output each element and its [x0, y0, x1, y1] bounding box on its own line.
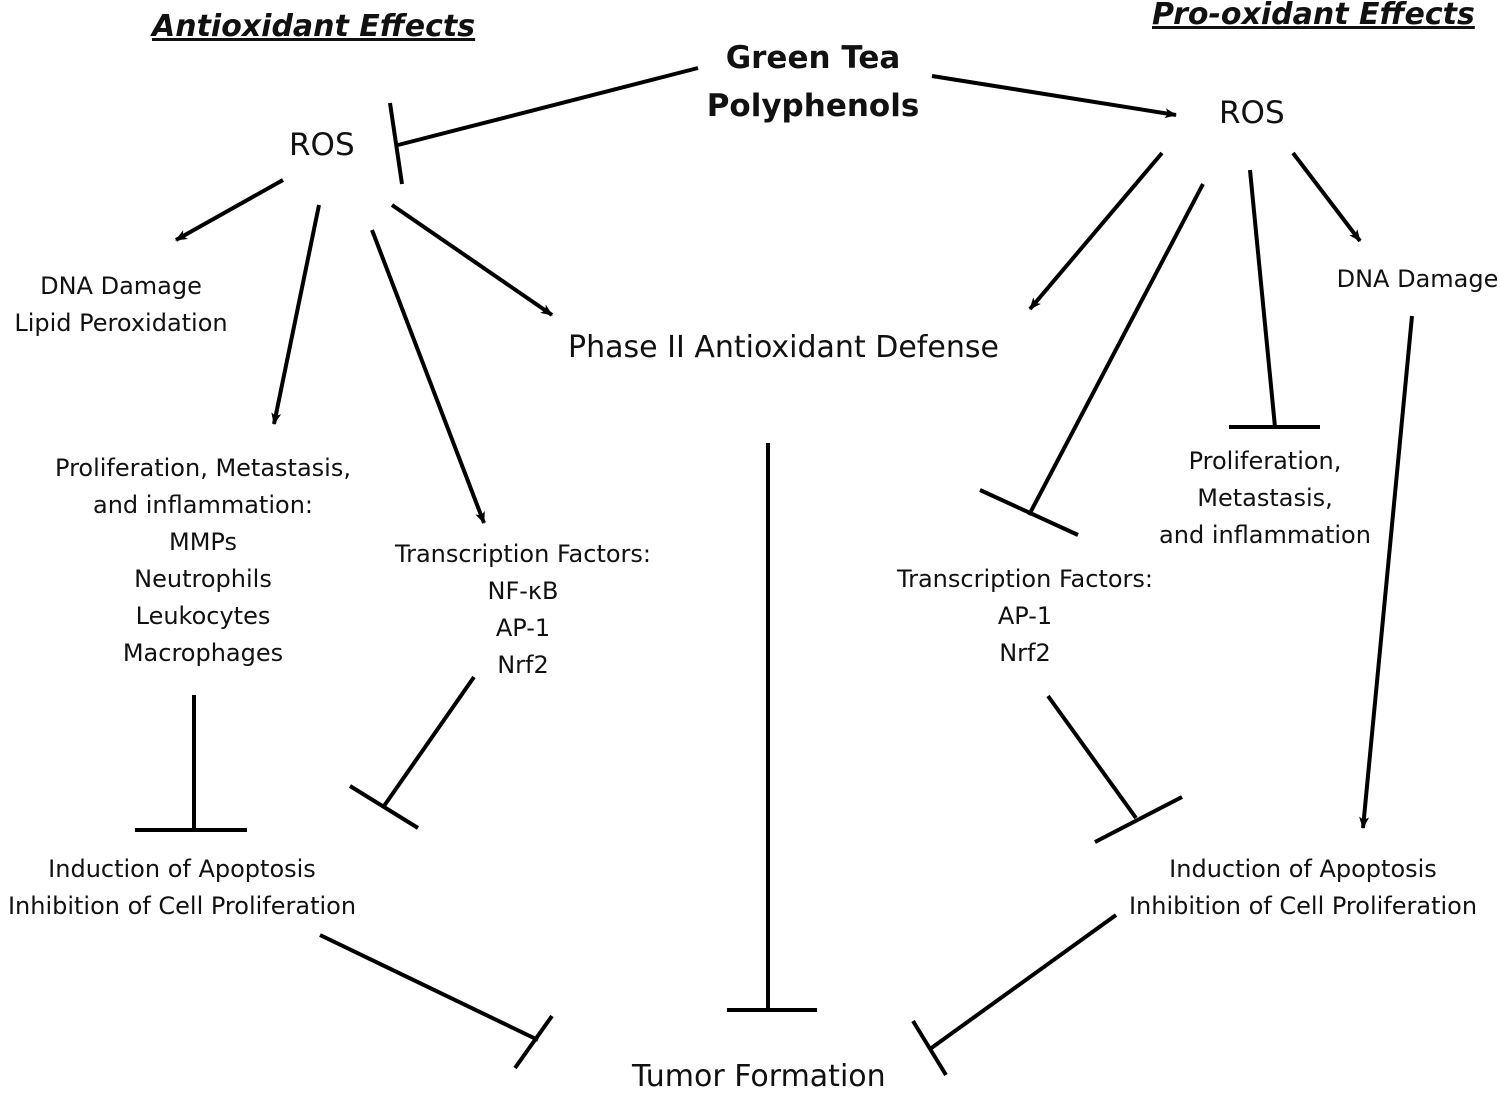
inhibit-ros-right-to-tf-bar — [979, 488, 1079, 537]
left-inhibition-proliferation: Inhibition of Cell Proliferation — [7, 892, 357, 920]
left-tf-nrf2: Nrf2 — [497, 651, 549, 679]
right-prolif-line-1: Proliferation, — [1188, 447, 1342, 475]
left-tf-ap1: AP-1 — [495, 614, 551, 642]
right-proliferation-node: Proliferation, Metastasis, and inflammat… — [1146, 443, 1384, 554]
left-prolif-mmps: MMPs — [169, 528, 237, 556]
left-transcription-factors-node: Transcription Factors: NF-κB AP-1 Nrf2 — [378, 536, 668, 684]
prooxidant-heading: Pro-oxidant Effects — [1152, 0, 1475, 32]
inhibit-polyphenols-to-ros-left-stem — [397, 66, 699, 147]
phase2-antioxidant-defense-node: Phase II Antioxidant Defense — [568, 330, 999, 365]
inhibit-outcome-right-to-tumor-stem — [928, 913, 1118, 1051]
arrow-ros-left-to-phase2 — [390, 203, 554, 317]
arrow-polyphenols-to-ros-right — [931, 74, 1177, 119]
inhibit-tf-left-bar — [348, 784, 420, 830]
left-prolif-line-1: Proliferation, Metastasis, — [55, 454, 351, 482]
arrow-ros-left-to-dna-damage — [175, 178, 284, 242]
inhibit-tf-left-stem — [382, 675, 476, 808]
left-dna-damage-label: DNA Damage — [40, 272, 202, 300]
left-damage-node: DNA Damage Lipid Peroxidation — [0, 268, 242, 342]
ros-left-node: ROS — [289, 127, 355, 163]
left-lipid-peroxidation-label: Lipid Peroxidation — [14, 309, 228, 337]
right-tf-ap1: AP-1 — [997, 602, 1053, 630]
inhibit-outcome-left-to-tumor-stem — [319, 933, 539, 1042]
arrow-ros-right-to-phase2 — [1028, 151, 1164, 311]
left-prolif-leukocytes: Leukocytes — [135, 602, 271, 630]
arrow-dna-damage-to-apoptosis-right — [1359, 315, 1414, 829]
inhibit-outcome-left-to-tumor-bar — [513, 1014, 554, 1070]
inhibit-tf-right-bar — [1094, 795, 1183, 844]
inhibit-polyphenols-to-ros-left-bar — [388, 102, 404, 185]
left-proliferation-node: Proliferation, Metastasis, and inflammat… — [42, 450, 364, 672]
right-tf-nrf2: Nrf2 — [999, 639, 1051, 667]
left-outcome-node: Induction of Apoptosis Inhibition of Cel… — [0, 851, 364, 925]
polyphenols-label: Polyphenols — [706, 88, 920, 124]
left-tf-heading: Transcription Factors: — [394, 540, 652, 568]
right-tf-heading: Transcription Factors: — [896, 565, 1154, 593]
green-tea-label: Green Tea — [725, 40, 901, 76]
right-induction-apoptosis: Induction of Apoptosis — [1169, 855, 1437, 883]
ros-right-node: ROS — [1219, 95, 1285, 131]
right-prolif-line-2: Metastasis, — [1197, 484, 1333, 512]
tumor-formation-node: Tumor Formation — [632, 1059, 886, 1093]
arrow-ros-left-to-transcription-factors — [370, 229, 486, 524]
right-inhibition-proliferation: Inhibition of Cell Proliferation — [1128, 892, 1478, 920]
right-dna-damage-node: DNA Damage — [1336, 265, 1499, 293]
inhibit-ros-right-to-proliferation-stem — [1248, 169, 1277, 428]
antioxidant-heading: Antioxidant Effects — [152, 9, 476, 44]
arrow-ros-right-to-dna-damage — [1291, 151, 1362, 243]
right-outcome-node: Induction of Apoptosis Inhibition of Cel… — [1116, 851, 1490, 925]
left-induction-apoptosis: Induction of Apoptosis — [48, 855, 316, 883]
right-transcription-factors-node: Transcription Factors: AP-1 Nrf2 — [880, 561, 1170, 672]
inhibit-tf-right-stem — [1046, 694, 1138, 820]
left-prolif-line-2: and inflammation: — [92, 491, 313, 519]
inhibit-ros-right-to-tf-stem — [1027, 183, 1205, 516]
left-prolif-neutrophils: Neutrophils — [134, 565, 272, 593]
green-tea-polyphenols-node: Green Tea Polyphenols — [700, 34, 926, 130]
left-tf-nfkb: NF-κB — [487, 577, 559, 605]
arrow-ros-left-to-proliferation — [271, 204, 321, 425]
inhibit-outcome-right-to-tumor-bar — [911, 1019, 948, 1077]
right-prolif-line-3: and inflammation — [1159, 521, 1371, 549]
left-prolif-macrophages: Macrophages — [122, 639, 284, 667]
